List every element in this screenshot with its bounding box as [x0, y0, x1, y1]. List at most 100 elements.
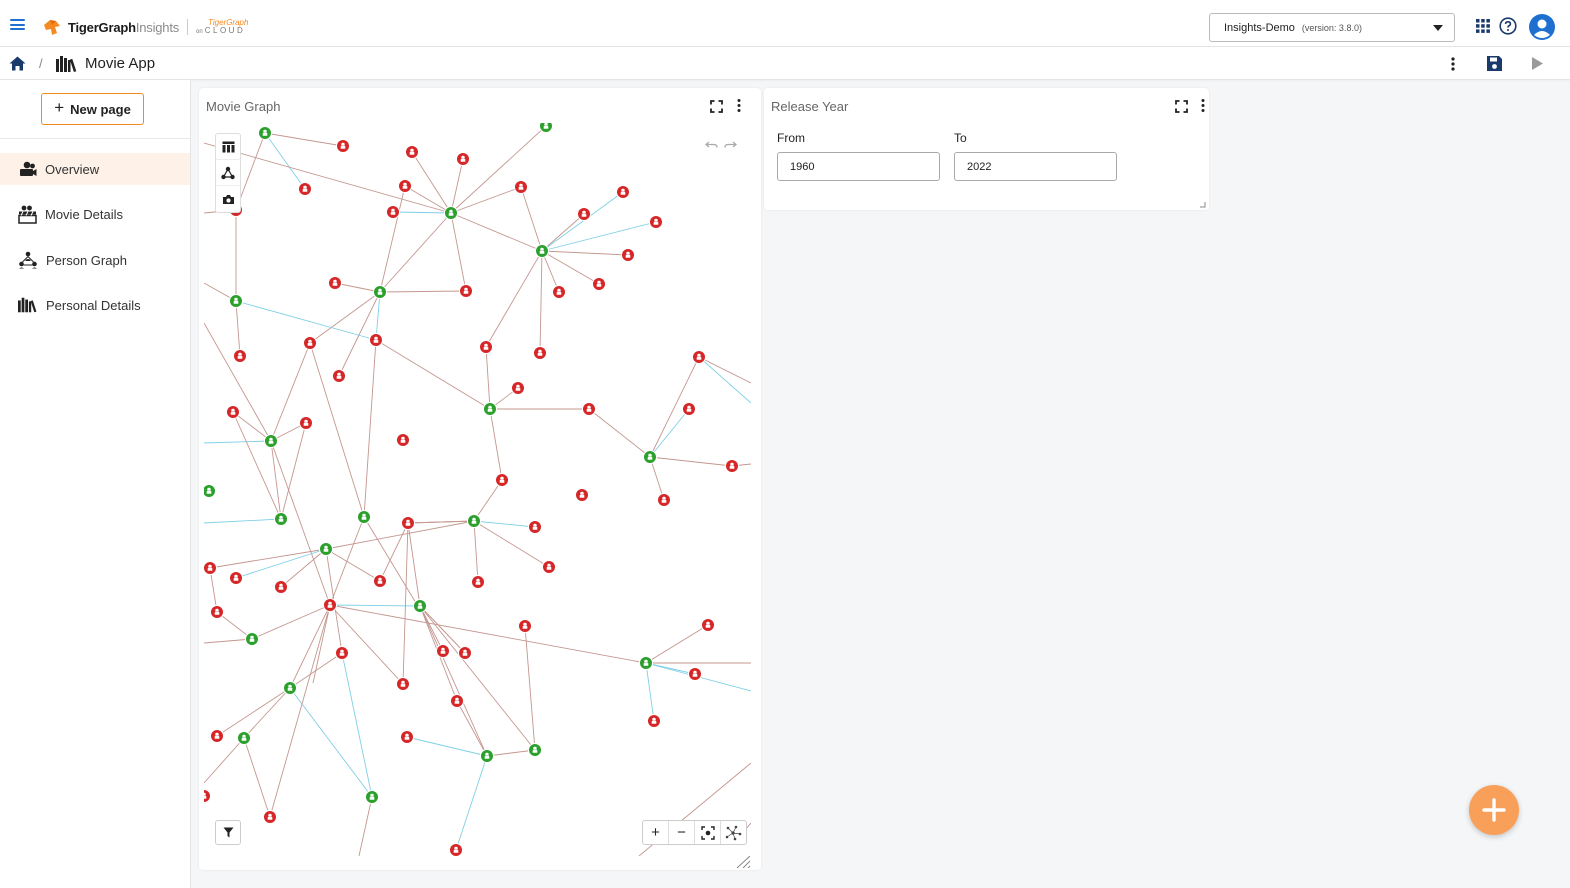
person-node[interactable] — [226, 405, 240, 419]
person-node[interactable] — [682, 402, 696, 416]
person-node[interactable] — [456, 152, 470, 166]
add-widget-button[interactable] — [1469, 785, 1519, 835]
person-node[interactable] — [373, 574, 387, 588]
person-node[interactable] — [552, 285, 566, 299]
save-icon[interactable] — [1486, 55, 1503, 72]
new-page-button[interactable]: + New page — [41, 93, 144, 125]
apps-grid-icon[interactable] — [1476, 19, 1490, 33]
movie-node[interactable] — [283, 681, 297, 695]
movie-node[interactable] — [413, 599, 427, 613]
movie-node[interactable] — [229, 294, 243, 308]
person-node[interactable] — [336, 139, 350, 153]
person-node[interactable] — [335, 646, 349, 660]
zoom-out-button[interactable]: − — [669, 821, 695, 844]
person-node[interactable] — [450, 694, 464, 708]
movie-node[interactable] — [373, 285, 387, 299]
filter-button[interactable] — [215, 820, 241, 845]
person-node[interactable] — [511, 381, 525, 395]
person-node[interactable] — [396, 677, 410, 691]
person-node[interactable] — [332, 369, 346, 383]
more-vertical-icon[interactable] — [1451, 56, 1455, 72]
person-node[interactable] — [582, 402, 596, 416]
person-node[interactable] — [369, 333, 383, 347]
graph-network[interactable] — [204, 123, 751, 856]
person-node[interactable] — [592, 277, 606, 291]
person-node[interactable] — [263, 810, 277, 824]
person-node[interactable] — [701, 618, 715, 632]
person-node[interactable] — [204, 789, 211, 803]
person-node[interactable] — [725, 459, 739, 473]
person-node[interactable] — [692, 350, 706, 364]
person-node[interactable] — [542, 560, 556, 574]
graph-canvas[interactable] — [204, 123, 751, 856]
movie-node[interactable] — [245, 632, 259, 646]
movie-node[interactable] — [264, 434, 278, 448]
person-node[interactable] — [229, 571, 243, 585]
to-year-input[interactable] — [954, 152, 1117, 181]
screenshot-button[interactable] — [216, 186, 240, 212]
resize-handle-icon[interactable] — [735, 856, 751, 868]
zoom-in-button[interactable]: + — [643, 821, 669, 844]
person-node[interactable] — [533, 346, 547, 360]
play-icon[interactable] — [1531, 56, 1544, 71]
person-node[interactable] — [616, 185, 630, 199]
person-node[interactable] — [471, 575, 485, 589]
person-node[interactable] — [647, 714, 661, 728]
auto-layout-button[interactable] — [721, 821, 746, 844]
movie-node[interactable] — [639, 656, 653, 670]
movie-node[interactable] — [444, 206, 458, 220]
person-node[interactable] — [495, 473, 509, 487]
person-node[interactable] — [210, 729, 224, 743]
person-node[interactable] — [303, 336, 317, 350]
movie-node[interactable] — [467, 514, 481, 528]
person-node[interactable] — [688, 667, 702, 681]
person-node[interactable] — [575, 488, 589, 502]
person-node[interactable] — [479, 340, 493, 354]
person-node[interactable] — [298, 182, 312, 196]
fit-view-button[interactable] — [695, 821, 721, 844]
undo-redo-icons[interactable] — [705, 138, 737, 150]
person-node[interactable] — [398, 179, 412, 193]
layout-button[interactable] — [216, 160, 240, 186]
movie-node[interactable] — [258, 126, 272, 140]
person-node[interactable] — [459, 284, 473, 298]
person-node[interactable] — [621, 248, 635, 262]
help-icon[interactable] — [1499, 17, 1517, 35]
widget-menu-icon[interactable] — [1201, 98, 1205, 113]
movie-node[interactable] — [483, 402, 497, 416]
person-node[interactable] — [657, 493, 671, 507]
movie-node[interactable] — [480, 749, 494, 763]
person-node[interactable] — [514, 180, 528, 194]
person-node[interactable] — [204, 561, 217, 575]
person-node[interactable] — [323, 598, 337, 612]
person-node[interactable] — [449, 843, 463, 857]
person-node[interactable] — [299, 416, 313, 430]
movie-node[interactable] — [357, 510, 371, 524]
person-node[interactable] — [328, 276, 342, 290]
table-view-button[interactable] — [216, 134, 240, 160]
movie-node[interactable] — [535, 244, 549, 258]
person-node[interactable] — [528, 520, 542, 534]
movie-node[interactable] — [528, 743, 542, 757]
fullscreen-icon[interactable] — [1175, 100, 1188, 113]
movie-node[interactable] — [204, 484, 216, 498]
person-node[interactable] — [386, 205, 400, 219]
sidebar-item-personal-details[interactable]: Personal Details — [0, 289, 190, 321]
person-node[interactable] — [396, 433, 410, 447]
person-node[interactable] — [518, 619, 532, 633]
home-icon[interactable] — [9, 56, 26, 71]
sidebar-item-overview[interactable]: Overview — [0, 153, 190, 185]
person-node[interactable] — [436, 644, 450, 658]
widget-menu-icon[interactable] — [737, 98, 741, 113]
person-node[interactable] — [233, 349, 247, 363]
person-node[interactable] — [405, 145, 419, 159]
person-node[interactable] — [577, 207, 591, 221]
sidebar-item-person-graph[interactable]: Person Graph — [0, 244, 190, 276]
menu-icon[interactable] — [10, 19, 25, 30]
user-avatar-icon[interactable] — [1529, 14, 1555, 40]
resize-handle-icon[interactable] — [1200, 202, 1206, 208]
movie-node[interactable] — [365, 790, 379, 804]
person-node[interactable] — [458, 646, 472, 660]
movie-node[interactable] — [539, 123, 553, 133]
person-node[interactable] — [210, 605, 224, 619]
